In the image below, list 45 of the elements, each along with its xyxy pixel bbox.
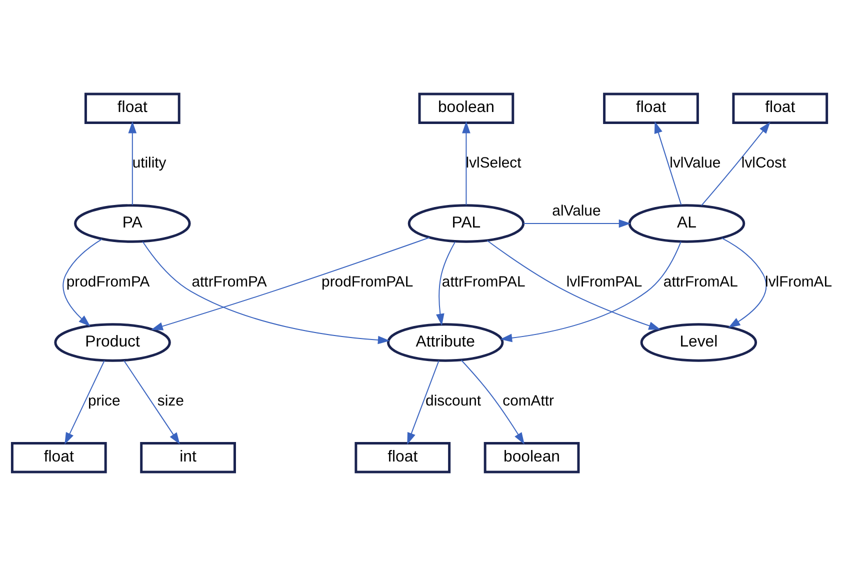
arrow <box>701 121 770 206</box>
node-box: boolean <box>484 441 580 473</box>
edge-label: utility <box>132 154 166 171</box>
arrow <box>128 120 137 206</box>
edge-label: size <box>157 392 184 409</box>
arrow <box>64 360 105 444</box>
arrow <box>62 238 102 326</box>
node-box: float <box>732 92 828 124</box>
edge-label: lvlFromAL <box>765 274 832 290</box>
edge-label: attrFromPA <box>192 274 267 290</box>
edge-label: prodFromPAL <box>322 274 414 290</box>
node-box: float <box>84 92 180 124</box>
arrow <box>654 120 682 206</box>
edge-label: attrFromPAL <box>442 274 526 290</box>
edge-label: comAttr <box>502 392 554 409</box>
arrow <box>462 120 470 206</box>
node-ellipse: Attribute <box>386 322 504 362</box>
edge-label: lvlCost <box>741 154 786 171</box>
arrow <box>460 359 524 444</box>
arrow <box>436 240 456 326</box>
arrow <box>407 360 440 444</box>
edge-label: attrFromAL <box>663 274 738 290</box>
arrow <box>124 360 180 444</box>
node-ellipse: PA <box>74 204 191 242</box>
edge-label: prodFromPA <box>66 274 150 290</box>
node-box: float <box>603 92 699 124</box>
arrow <box>150 236 430 330</box>
edge-label: lvlSelect <box>466 154 522 171</box>
node-box: int <box>140 441 236 473</box>
arrow <box>486 240 661 330</box>
node-box: float <box>10 441 107 473</box>
edge-label: price <box>88 392 120 409</box>
node-ellipse: AL <box>628 204 746 242</box>
edge-label: lvlValue <box>670 154 721 171</box>
arrow <box>500 240 682 342</box>
node-box: float <box>354 441 451 473</box>
edge-label: discount <box>426 392 482 409</box>
edge-label: alValue <box>552 203 601 220</box>
node-box: boolean <box>418 92 514 124</box>
node-ellipse: PAL <box>408 204 525 242</box>
arrow <box>142 240 390 344</box>
arrow <box>523 218 631 228</box>
edge-label: lvlFromPAL <box>566 274 642 290</box>
arrow <box>721 237 767 328</box>
node-ellipse: Level <box>640 322 758 362</box>
